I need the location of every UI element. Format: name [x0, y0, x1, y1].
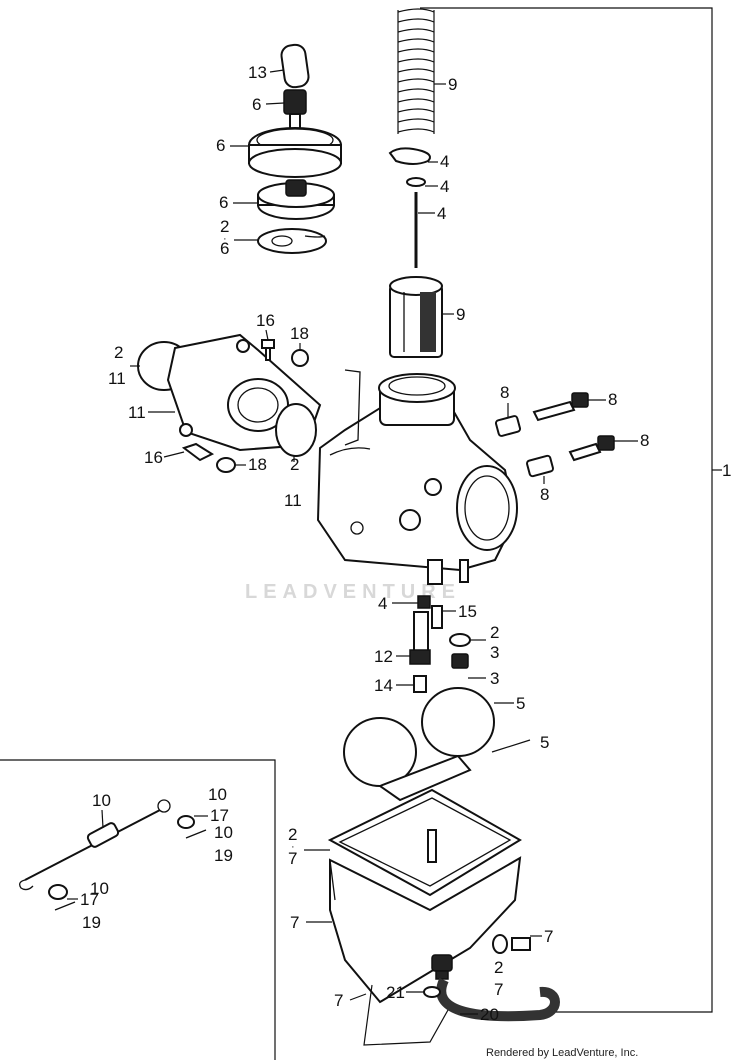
- svg-text:·: ·: [223, 233, 227, 245]
- label-8: 8: [640, 431, 649, 450]
- washer-upper: [291, 349, 309, 367]
- bolt-lower: [181, 442, 215, 462]
- label-19: 19: [82, 913, 101, 932]
- label-16: 16: [256, 311, 275, 330]
- o-ring-right: [275, 403, 317, 457]
- label-5: 5: [516, 694, 525, 713]
- label-11: 11: [108, 369, 126, 388]
- label-6: 6: [220, 239, 229, 258]
- label-5: 5: [540, 733, 549, 752]
- label-10: 10: [90, 879, 109, 898]
- drain-washer: [492, 934, 508, 954]
- label-3: 3: [490, 643, 499, 662]
- label-2: 2: [490, 623, 499, 642]
- adjust-screws: [494, 392, 615, 478]
- label-11: 11: [284, 491, 302, 510]
- label-7: 7: [334, 991, 343, 1010]
- label-4: 4: [437, 204, 446, 223]
- label-11: 11: [128, 403, 146, 422]
- label-12: 12: [374, 647, 393, 666]
- label-2: 2: [114, 343, 123, 362]
- label-10: 10: [92, 791, 111, 810]
- throttle-spring: [397, 8, 435, 134]
- label-6: 6: [219, 193, 228, 212]
- drain-plug: [413, 675, 427, 693]
- label-20: 20: [480, 1005, 499, 1024]
- label-7: 7: [290, 913, 299, 932]
- tube-clip: [423, 986, 441, 998]
- intake-insulator: [137, 333, 322, 457]
- needle-clip: [388, 147, 431, 165]
- slow-jet: [451, 653, 469, 669]
- label-4: 4: [440, 152, 449, 171]
- label-6: 6: [216, 136, 225, 155]
- label-8: 8: [608, 390, 617, 409]
- label-8: 8: [500, 383, 509, 402]
- throttle-cable: [19, 799, 207, 911]
- label-18: 18: [248, 455, 267, 474]
- needle-jet-holder: [413, 611, 429, 653]
- label-21: 21: [386, 983, 405, 1002]
- label-4: 4: [440, 177, 449, 196]
- label-4: 4: [378, 594, 387, 613]
- throttle-valve: [389, 276, 443, 358]
- label-8: 8: [540, 485, 549, 504]
- label-2: 2: [288, 825, 297, 844]
- cable-cap-boot: [280, 43, 310, 89]
- label-13: 13: [248, 63, 267, 82]
- bolt-upper: [261, 339, 275, 361]
- label-7: 7: [288, 849, 297, 868]
- svg-text:·: ·: [291, 841, 295, 853]
- label-17: 17: [210, 806, 229, 825]
- jet-assembly: [409, 595, 471, 693]
- label-16: 16: [144, 448, 163, 467]
- label-14: 14: [374, 676, 393, 695]
- assembly-bracket: [420, 7, 713, 1013]
- label-7: 7: [494, 980, 503, 999]
- label-2: 2: [494, 958, 503, 977]
- main-jet: [431, 605, 443, 629]
- label-9: 9: [448, 75, 457, 94]
- label-9: 9: [456, 305, 465, 324]
- watermark: LEADVENTURE: [245, 581, 461, 603]
- label-15: 15: [458, 602, 477, 621]
- inset-frame: [0, 759, 276, 1060]
- label-1: 1: [722, 461, 731, 480]
- label-2: 2: [290, 455, 299, 474]
- label-19: 19: [214, 846, 233, 865]
- label-2: 2: [220, 217, 229, 236]
- float: [343, 687, 531, 802]
- label-17: 17: [80, 890, 99, 909]
- label-7: 7: [544, 927, 553, 946]
- breather-tube: [363, 984, 449, 1046]
- drain-tube: [436, 977, 560, 1022]
- top-cap-assembly: [248, 43, 342, 254]
- label-10: 10: [208, 785, 227, 804]
- label-18: 18: [290, 324, 309, 343]
- jet-washer: [449, 633, 471, 647]
- label-3: 3: [490, 669, 499, 688]
- needle-washer: [406, 177, 426, 187]
- label-6: 6: [252, 95, 261, 114]
- cable-adjuster: [283, 89, 307, 115]
- washer-lower: [216, 457, 236, 473]
- label-10: 10: [214, 823, 233, 842]
- float-chamber: [327, 788, 522, 1004]
- drain-screw: [511, 937, 531, 951]
- carburetor-body: [316, 369, 518, 585]
- credit-line: Rendered by LeadVenture, Inc.: [486, 1047, 638, 1059]
